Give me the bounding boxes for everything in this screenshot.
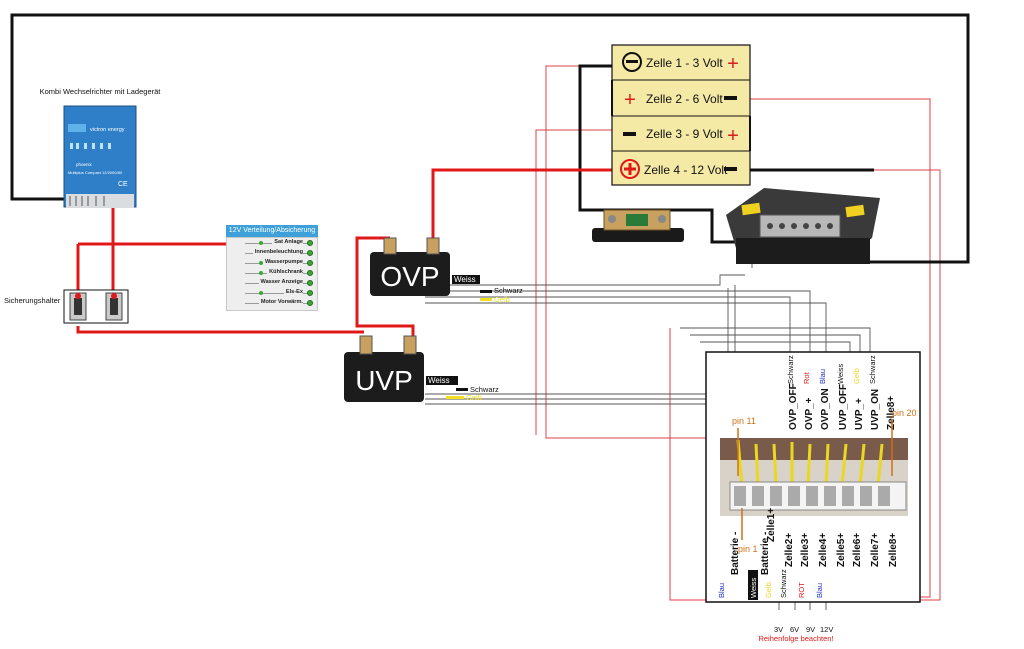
distribution-item-label: Sat Anlage — [272, 239, 303, 245]
connector-photo — [720, 438, 908, 516]
top-wire-gelb: Gelb — [852, 368, 861, 384]
bottom-label-zelle7: Zelle7+ — [870, 533, 881, 567]
uvp-wire-weiss: Weiss — [428, 376, 450, 385]
cell-1-label: Zelle 1 - 3 Volt — [646, 56, 723, 70]
shunt — [592, 209, 684, 242]
bottom-label-zelle6: Zelle6+ — [852, 533, 863, 567]
cell-4-minus-sign — [724, 167, 737, 171]
busbar — [726, 188, 880, 264]
voltage-labels: 3V 6V 9V 12V — [774, 625, 833, 634]
inverter — [63, 105, 137, 208]
bottom-wire-gelb: Gelb — [764, 582, 773, 598]
ce-mark: CE — [118, 181, 128, 188]
bottom-wire-weiss: Weiss — [749, 577, 758, 598]
uvp-module — [344, 335, 424, 402]
cell-4-label: Zelle 4 - 12 Volt — [644, 163, 728, 177]
bottom-label-batterie-1: Batterie - — [730, 532, 741, 575]
bottom-wire-blau-2: Blau — [815, 583, 824, 598]
cell-1-plus-sign: + — [727, 53, 739, 75]
bottom-wire-rot: ROT — [797, 582, 806, 598]
distribution-item-label: Els-Ex — [283, 289, 303, 295]
cell-2-minus-sign — [724, 96, 737, 100]
distribution-item: Motor Vorwärm. — [231, 299, 313, 308]
ovp-wire-gelb: Gelb — [494, 295, 510, 304]
top-wire-schwarz-1: Schwarz — [786, 355, 795, 384]
distribution-item-label: Kühlschrank — [267, 269, 303, 275]
pin-20-label: pin 20 — [892, 408, 917, 418]
bottom-label-batterie-2: Batterie - — [760, 532, 771, 575]
fuse-holder — [63, 289, 129, 324]
distribution-panel: Sat Anlage Innenbeleuchtung Wasserpumpe … — [226, 237, 318, 311]
voltage-12v: 12V — [820, 625, 833, 634]
inverter-model-line2: Multiplus Compact 12/2000/80 — [68, 170, 123, 175]
distribution-item: Kühlschrank — [231, 269, 313, 278]
uvp-wire-gelb: Gelb — [466, 393, 482, 402]
distribution-item: Innenbeleuchtung — [231, 249, 313, 258]
pin-1-label: pin 1 — [738, 544, 758, 554]
pin-11-label: pin 11 — [732, 416, 756, 426]
voltage-6v: 6V — [790, 625, 799, 634]
connector-top-labels: OVP_OFF OVP_+ OVP_ON UVP_OFF UVP_+ UVP_O… — [788, 383, 897, 430]
distribution-item: Sat Anlage — [231, 239, 313, 248]
cell-3-minus-sign — [623, 132, 636, 136]
ovp-wire-weiss: Weiss — [454, 275, 476, 284]
inverter-model-line1: phoenix — [76, 162, 93, 167]
connector-top-wire-colors: Schwarz Rot Blau Weiss Gelb Schwarz — [786, 355, 877, 384]
top-label-ovp-off: OVP_OFF — [788, 383, 799, 430]
top-label-zelle8-plus: Zelle8+ — [886, 396, 897, 430]
top-wire-weiss: Weiss — [836, 363, 845, 384]
connector-bottom-wire-colors: Blau Weiss Gelb Schwarz ROT Blau — [717, 569, 824, 600]
inverter-brand: victron energy — [90, 127, 125, 133]
bottom-wire-blau-1: Blau — [717, 583, 726, 598]
distribution-item: Wasserpumpe — [231, 259, 313, 268]
distribution-item-label: Wasser Anzeige — [258, 279, 303, 285]
cell-2-label: Zelle 2 - 6 Volt — [646, 92, 723, 106]
bottom-label-zelle3: Zelle3+ — [800, 533, 811, 567]
bottom-label-zelle4: Zelle4+ — [818, 533, 829, 567]
top-label-ovp-on: OVP_ON — [820, 388, 831, 430]
top-wire-schwarz-2: Schwarz — [868, 355, 877, 384]
ovp-module — [370, 237, 450, 296]
distribution-item: Wasser Anzeige — [231, 279, 313, 288]
distribution-item-label: Motor Vorwärm. — [258, 299, 303, 305]
voltage-3v: 3V — [774, 625, 783, 634]
connector-bottom-labels: Batterie - Batterie - Zelle1+ Zelle2+ Ze… — [730, 508, 899, 575]
fuse-holder-label: Sicherungshalter — [4, 296, 61, 305]
uvp-label: UVP — [355, 365, 413, 396]
bottom-wire-schwarz: Schwarz — [779, 569, 788, 598]
order-note: Reihenfolge beachten! — [758, 634, 833, 643]
red-main-wires — [76, 168, 612, 340]
top-wire-blau: Blau — [818, 369, 827, 384]
ovp-wire-schwarz: Schwarz — [494, 286, 523, 295]
bottom-label-zelle5: Zelle5+ — [836, 533, 847, 567]
bottom-label-zelle1: Zelle1+ — [766, 508, 777, 542]
voltage-9v: 9V — [806, 625, 815, 634]
cell-3-label: Zelle 3 - 9 Volt — [646, 127, 723, 141]
top-label-uvp-on: UVP_ON — [870, 389, 881, 430]
top-label-uvp-plus: UVP_+ — [854, 398, 865, 430]
top-wire-rot: Rot — [802, 371, 811, 384]
distribution-item-label: Innenbeleuchtung — [252, 249, 303, 255]
top-label-uvp-off: UVP_OFF — [838, 384, 849, 430]
distribution-title: 12V Verteilung/Absicherung — [226, 225, 318, 237]
uvp-wire-schwarz: Schwarz — [470, 385, 499, 394]
bottom-label-zelle2: Zelle2+ — [784, 533, 795, 567]
ovp-label: OVP — [380, 261, 439, 292]
bottom-label-zelle8: Zelle8+ — [888, 533, 899, 567]
top-label-ovp-plus: OVP_+ — [804, 397, 815, 430]
cell-2-plus-sign: + — [624, 89, 636, 111]
cell-3-plus-sign: + — [727, 125, 739, 147]
distribution-item: Els-Ex — [231, 289, 313, 298]
inverter-caption: Kombi Wechselrichter mit Ladegerät — [40, 87, 162, 96]
distribution-item-label: Wasserpumpe — [262, 259, 303, 265]
